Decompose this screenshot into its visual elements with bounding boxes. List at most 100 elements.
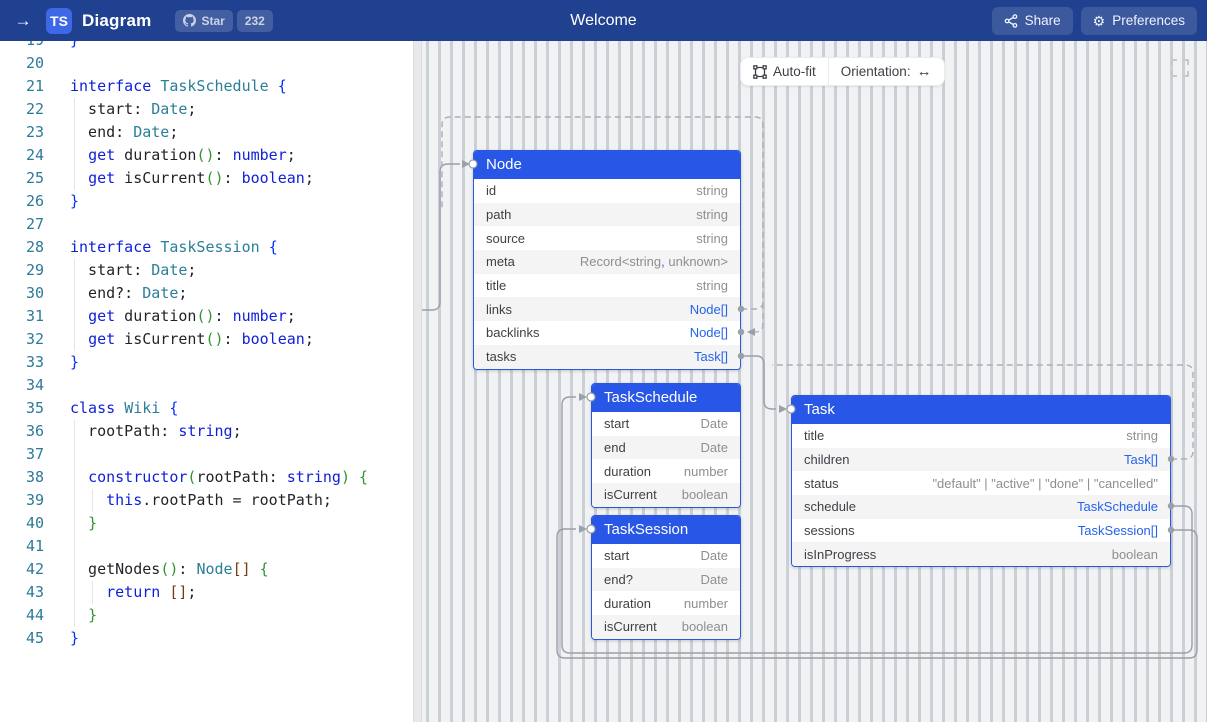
code-text: get duration(): number; xyxy=(88,307,296,325)
code-line[interactable]: 39 this.rootPath = rootPath; xyxy=(0,489,413,512)
code-line[interactable]: 43 return []; xyxy=(0,581,413,604)
field-name: schedule xyxy=(804,499,857,515)
orientation-button[interactable]: Orientation: ↔ xyxy=(827,58,944,85)
field-name: start xyxy=(604,548,630,564)
code-line[interactable]: 40 } xyxy=(0,512,413,535)
preferences-button[interactable]: ⚙ Preferences xyxy=(1080,6,1197,35)
github-star-count[interactable]: 232 xyxy=(236,9,273,32)
code-text: start: Date; xyxy=(70,261,197,279)
indent-guide xyxy=(74,328,75,351)
field-type: string xyxy=(696,207,728,223)
line-number: 42 xyxy=(25,560,44,578)
field-type: boolean xyxy=(681,487,728,503)
code-text: rootPath: string; xyxy=(70,422,242,440)
field-type: Date xyxy=(700,440,728,456)
line-number: 30 xyxy=(25,284,44,302)
field-name: links xyxy=(486,301,513,317)
line-number: 34 xyxy=(25,376,44,394)
code-text: } xyxy=(70,629,80,647)
share-button[interactable]: Share xyxy=(991,6,1073,35)
code-line[interactable]: 19} xyxy=(0,41,413,52)
orientation-label: Orientation: xyxy=(840,64,911,79)
field-name: source xyxy=(486,230,526,246)
code-line[interactable]: 45} xyxy=(0,627,413,650)
field-name: children xyxy=(804,452,850,468)
code-line[interactable]: 22 start: Date; xyxy=(0,98,413,121)
field-type: number xyxy=(683,463,728,479)
code-text: end: Date; xyxy=(70,123,179,141)
code-line[interactable]: 31 get duration(): number; xyxy=(0,305,413,328)
code-line[interactable]: 44 } xyxy=(0,604,413,627)
code-line[interactable]: 38 constructor(rootPath: string) { xyxy=(0,466,413,489)
entity-title: Node xyxy=(474,151,740,179)
code-line[interactable]: 29 start: Date; xyxy=(0,259,413,282)
canvas-toolbar: Auto-fit Orientation: ↔ xyxy=(740,57,945,86)
code-line[interactable]: 33} xyxy=(0,351,413,374)
code-text: end?: Date; xyxy=(70,284,188,302)
code-line[interactable]: 36 rootPath: string; xyxy=(0,420,413,443)
field-name: start xyxy=(604,416,630,432)
field-type: "default" | "active" | "done" | "cancell… xyxy=(932,475,1158,491)
code-text: getNodes(): Node[] { xyxy=(70,560,269,578)
entity-title: Task xyxy=(792,396,1170,424)
field-type: string xyxy=(696,230,728,246)
indent-guide xyxy=(92,489,93,512)
code-line[interactable]: 27 xyxy=(0,213,413,236)
field-type: string xyxy=(696,278,728,294)
code-text: interface TaskSession { xyxy=(70,238,278,256)
code-line[interactable]: 34 xyxy=(0,374,413,397)
code-text: this.rootPath = rootPath; xyxy=(106,491,332,509)
indent-guide xyxy=(74,420,75,443)
field-name: title xyxy=(486,278,507,294)
code-line[interactable]: 30 end?: Date; xyxy=(0,282,413,305)
field-name: end? xyxy=(604,572,633,588)
code-line[interactable]: 32 get isCurrent(): boolean; xyxy=(0,328,413,351)
indent-guide xyxy=(74,282,75,305)
line-number: 37 xyxy=(25,445,44,463)
back-arrow-icon[interactable]: → xyxy=(14,10,32,30)
fullscreen-button[interactable] xyxy=(1170,58,1190,78)
line-number: 23 xyxy=(25,123,44,141)
code-line[interactable]: 42 getNodes(): Node[] { xyxy=(0,558,413,581)
field-name: path xyxy=(486,207,512,223)
field-type: number xyxy=(683,595,728,611)
entity-title: TaskSchedule xyxy=(592,384,740,412)
preferences-label: Preferences xyxy=(1112,13,1185,28)
page-title: Welcome xyxy=(570,11,637,29)
field-name: backlinks xyxy=(486,325,540,341)
code-line[interactable]: 20 xyxy=(0,52,413,75)
code-line[interactable]: 24 get duration(): number; xyxy=(0,144,413,167)
code-line[interactable]: 41 xyxy=(0,535,413,558)
code-line[interactable]: 23 end: Date; xyxy=(0,121,413,144)
entity-row: title string xyxy=(474,274,740,298)
indent-guide xyxy=(74,305,75,328)
github-star-button[interactable]: Star xyxy=(175,9,233,32)
code-line[interactable]: 26} xyxy=(0,190,413,213)
line-number: 20 xyxy=(25,54,44,72)
panel-resizer[interactable] xyxy=(413,41,422,722)
diagram-edges xyxy=(422,116,1198,659)
indent-guide xyxy=(74,581,75,604)
indent-guide xyxy=(74,558,75,581)
autofit-button[interactable]: Auto-fit xyxy=(741,58,828,85)
code-line[interactable]: 37 xyxy=(0,443,413,466)
code-line[interactable]: 25 get isCurrent(): boolean; xyxy=(0,167,413,190)
